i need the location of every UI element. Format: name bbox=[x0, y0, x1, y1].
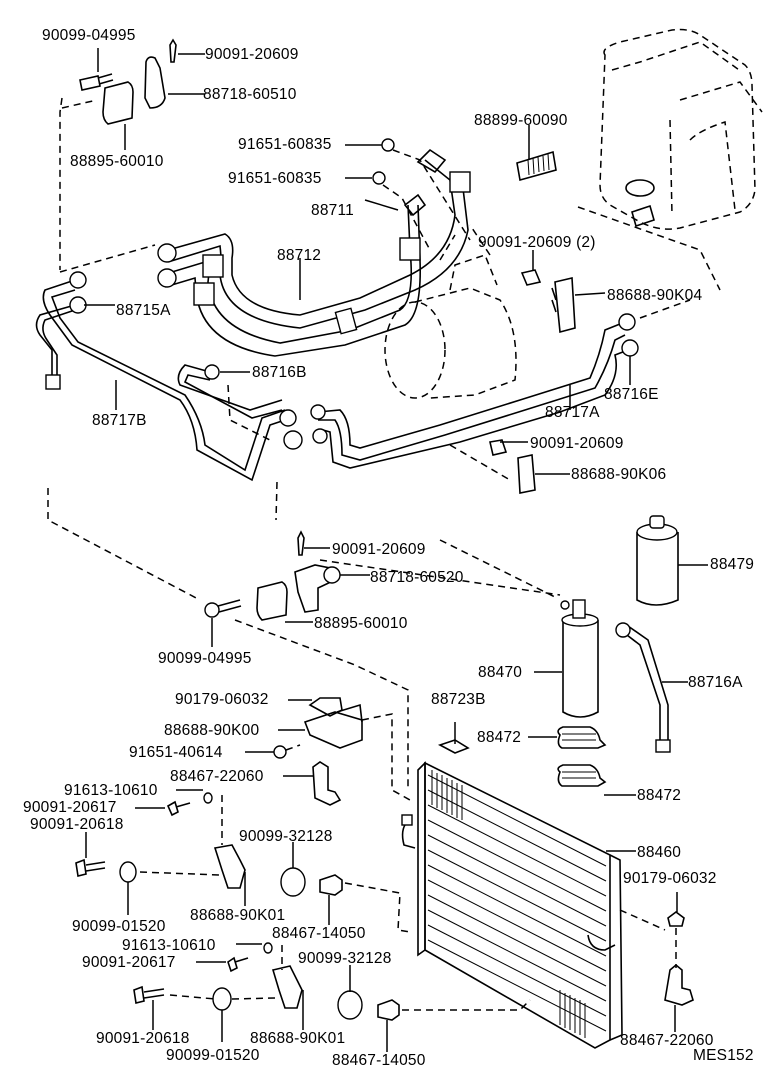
label-88688-90K06: 88688-90K06 bbox=[571, 466, 667, 483]
label-90091-20617-b: 90091-20617 bbox=[82, 954, 176, 971]
condenser-fins bbox=[427, 770, 607, 1038]
hose-88711-88712-drawing bbox=[157, 138, 471, 357]
tube-88716B-drawing bbox=[177, 364, 283, 441]
label-88718-60510: 88718-60510 bbox=[203, 86, 297, 103]
label-91613-10610-a: 91613-10610 bbox=[64, 782, 158, 799]
label-88716E: 88716E bbox=[604, 386, 659, 403]
label-90099-01520-b: 90099-01520 bbox=[166, 1047, 260, 1064]
part-88899-60090-drawing bbox=[516, 125, 557, 182]
label-91613-10610-b: 91613-10610 bbox=[122, 937, 216, 954]
label-88711: 88711 bbox=[311, 202, 354, 219]
label-91651-60835-b: 91651-60835 bbox=[228, 170, 322, 187]
receiver-dryer-drawing bbox=[439, 515, 708, 718]
label-90099-04995-top: 90099-04995 bbox=[42, 27, 136, 44]
label-88723B: 88723B bbox=[431, 691, 486, 708]
label-88716A: 88716A bbox=[688, 674, 743, 691]
label-90091-20609-2: 90091-20609 (2) bbox=[478, 234, 596, 251]
label-90091-20609-low: 90091-20609 bbox=[332, 541, 426, 558]
clamps-88472-drawing bbox=[437, 722, 636, 796]
diagram-code: MES152 bbox=[693, 1047, 754, 1064]
label-88715A: 88715A bbox=[116, 302, 171, 319]
label-88895-60010-top: 88895-60010 bbox=[70, 153, 164, 170]
label-88472-b: 88472 bbox=[637, 787, 682, 804]
label-88712: 88712 bbox=[277, 247, 322, 264]
label-88467-22060-a: 88467-22060 bbox=[170, 768, 264, 785]
label-90099-04995-low: 90099-04995 bbox=[158, 650, 252, 667]
compressor-drawing bbox=[384, 224, 517, 399]
label-88470: 88470 bbox=[478, 664, 523, 681]
label-90099-32128-a: 90099-32128 bbox=[239, 828, 333, 845]
label-88717B: 88717B bbox=[92, 412, 147, 429]
label-90091-20618-b: 90091-20618 bbox=[96, 1030, 190, 1047]
cooling-unit-housing bbox=[577, 28, 763, 291]
label-88895-60010-low: 88895-60010 bbox=[314, 615, 408, 632]
tube-88716A-drawing bbox=[615, 622, 688, 753]
label-88716B: 88716B bbox=[252, 364, 307, 381]
label-88688-90K00: 88688-90K00 bbox=[164, 722, 260, 739]
label-90099-32128-b: 90099-32128 bbox=[298, 950, 392, 967]
label-88472-a: 88472 bbox=[477, 729, 522, 746]
label-90179-06032-a: 90179-06032 bbox=[175, 691, 269, 708]
label-88688-90K01-b: 88688-90K01 bbox=[250, 1030, 346, 1047]
label-90099-01520-a: 90099-01520 bbox=[72, 918, 166, 935]
label-90091-20609-top: 90091-20609 bbox=[205, 46, 299, 63]
clamp-group-lower-drawing bbox=[47, 481, 561, 790]
label-91651-40614: 91651-40614 bbox=[129, 744, 223, 761]
label-88460: 88460 bbox=[637, 844, 682, 861]
label-88467-14050-a: 88467-14050 bbox=[272, 925, 366, 942]
label-88479: 88479 bbox=[710, 556, 755, 573]
label-90091-20618-a: 90091-20618 bbox=[30, 816, 124, 833]
brackets-upper-drawing bbox=[449, 250, 606, 494]
label-90091-20617-a: 90091-20617 bbox=[23, 799, 117, 816]
tube-88717A-drawing bbox=[310, 299, 691, 469]
label-90179-06032-b: 90179-06032 bbox=[623, 870, 717, 887]
condenser-drawing bbox=[401, 761, 666, 1049]
label-90091-20609-mid: 90091-20609 bbox=[530, 435, 624, 452]
label-88467-14050-b: 88467-14050 bbox=[332, 1052, 426, 1069]
label-91651-60835-a: 91651-60835 bbox=[238, 136, 332, 153]
label-88688-90K04: 88688-90K04 bbox=[607, 287, 703, 304]
mounting-hardware-drawing bbox=[75, 697, 694, 1052]
label-88688-90K01-a: 88688-90K01 bbox=[190, 907, 286, 924]
clamp-group-upper-drawing bbox=[79, 38, 205, 150]
label-88467-22060-b: 88467-22060 bbox=[620, 1032, 714, 1049]
label-88899-60090: 88899-60090 bbox=[474, 112, 568, 129]
tube-88717B-drawing bbox=[35, 97, 303, 482]
label-88718-60520: 88718-60520 bbox=[370, 569, 464, 586]
label-88717A: 88717A bbox=[545, 404, 600, 421]
